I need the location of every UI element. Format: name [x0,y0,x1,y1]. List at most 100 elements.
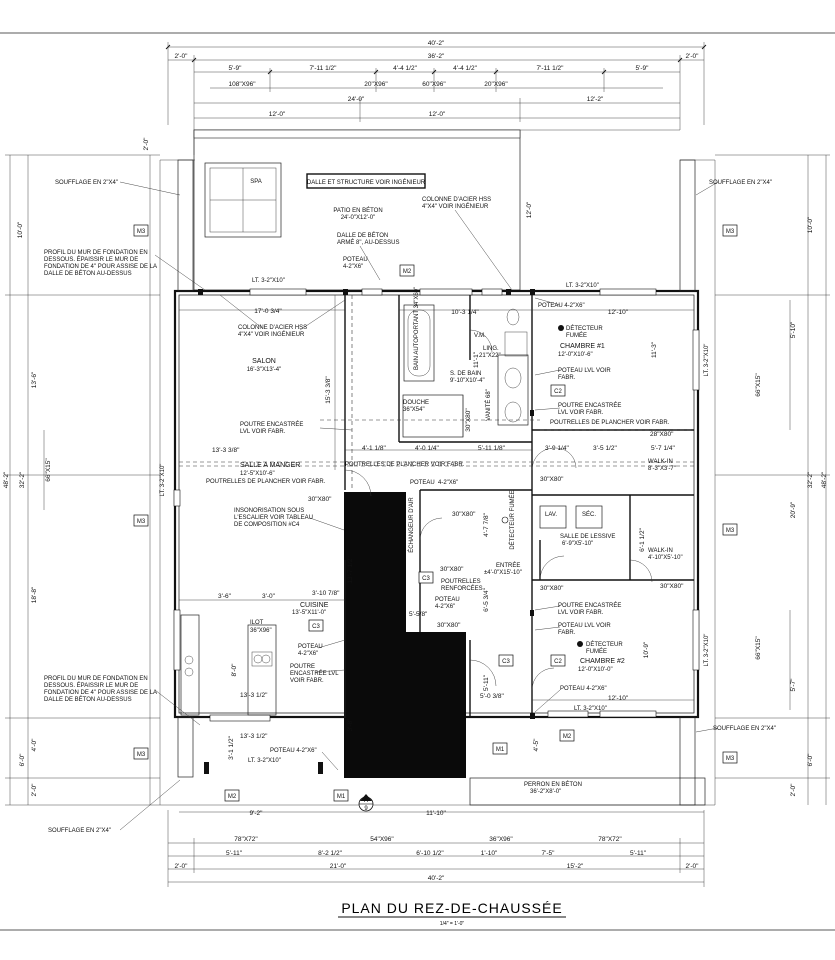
dim-651: 6'-5 3/4" [483,587,490,611]
poteau-entree-2: 4-2"X6" [435,604,455,610]
dim-right-6: 6'-0" [807,753,814,767]
dim-bot-r2-3: 1'-10" [481,850,498,857]
lt-top-right: LT. 3-2"X10" [566,283,599,289]
dalle-beton-2: ARMÉ 8", AU-DESSUS [337,239,399,246]
poutrelles-mid: POUTRELLES DE PLANCHER VOIR FABR. [345,462,465,468]
chambre2-size: 12'-0"X10'-0" [578,667,613,673]
dim-30g: 30"X80" [540,585,564,592]
tag-m3: M3 [726,528,735,534]
dim-30h: 30"X80" [437,622,461,629]
detecteur-2b: FUMÉE [586,648,607,655]
linge-1: LING. [483,346,499,352]
poutre-enc-ch2-1: POUTRE ENCASTRÉE [558,602,621,609]
dim-top-12b: 12'-0" [429,111,446,118]
structure-note: DALLE ET STRUCTURE VOIR INGÉNIEUR [307,179,426,186]
right-dimensions [715,154,830,805]
dim-92: 9'-2" [250,810,264,817]
soufflage-note: SOUFFLAGE EN 2"X4" [713,726,776,732]
tag-c2: C2 [554,659,562,665]
poteau-top-1: POTEAU [343,257,368,263]
tag-m3: M3 [726,756,735,762]
lt-bot-right: LT. 3-2"X10" [574,706,607,712]
dim-391: 3'-9 1/4" [545,445,569,452]
dim-612: 6'-1 1/2" [639,527,646,551]
dim-top-c: 2'-0" [686,53,700,60]
dim-top-12c: 12'-2" [587,96,604,103]
dim-bot-r1-2: 36"X96" [489,836,513,843]
dim-1110: 11'-10" [426,810,446,817]
chambre1-size: 12'-0"X10'-6" [558,352,593,358]
dim-36: 3'-6" [218,593,232,600]
entree-label: ENTRÉE [496,562,520,569]
profil-note-3: FONDATION DE 4" POUR ASSISE DE LA [44,690,157,696]
dim-top-r1-3: 4'-4 1/2" [453,65,477,72]
dim-17: 17'-0 3/4" [254,308,282,315]
dim-411: 4'-1 1/8" [362,445,386,452]
poutrelles-right: POUTRELLES DE PLANCHER VOIR FABR. [550,420,670,426]
bain-label: BAIN AUTOPORTANT 34"X60" [414,287,420,370]
douche-size: 36"X54" [403,407,425,413]
insono-3: DE COMPOSITION #C4 [234,522,300,528]
salon-label: SALON [252,358,276,365]
poteau-ch2: POTEAU 4-2"X6" [560,686,607,692]
vm-label: V.M. [474,333,486,339]
tag-boxes [133,224,738,802]
tag-m3: M3 [137,752,146,758]
dim-1210b: 12'-10" [608,695,629,702]
dim-30f: 30"X80" [440,566,464,573]
tag-c3: C3 [422,576,430,582]
dim-top-r2-2: 60"X96" [422,81,446,88]
dim-right-2: 2'-0" [790,783,797,797]
poutre-k-1: POUTRE [290,664,315,670]
dim-bot-r1-0: 78"X72" [234,836,258,843]
dim-right-57: 5'-7" [790,678,797,692]
tag-c3: C3 [502,659,510,665]
poutre-enc-ch1-1: POUTRE ENCASTRÉE [558,402,621,409]
dim-left-13: 13'-6" [31,371,38,388]
drawing-scale: 1/4" = 1'-0" [440,921,465,927]
staircase-block [344,492,466,778]
walkin1-size: 8'-3"X3'-7" [648,466,676,472]
profil-note-4: DALLE DE BÉTON AU-DESSUS [44,270,132,277]
cuisine-label: CUISINE [300,602,329,609]
dim-5038: 5'-0 3/8" [480,693,504,700]
lav-label: LAV. [545,512,557,518]
dim-30c: 30"X80" [308,496,332,503]
section-letter: A [364,798,368,804]
smoke-detector-icon [577,641,583,647]
dim-bot-r2-2: 6'-10 1/2" [416,850,444,857]
profil-note-2: DESSOUS. ÉPAISSIR LE MUR DE [44,682,138,689]
dim-1371: 13'-7 1/2" [347,556,354,584]
perron [469,777,706,806]
sam-size: 12'-5"X10'-6" [240,471,275,477]
dim-28: 28"X80" [650,431,674,438]
leader-hss-top [454,209,513,291]
profil-note-1: PROFIL DU MUR DE FONDATION EN [44,676,148,682]
dim-4778: 4'-7 7/8" [483,512,490,536]
colonne-salon-1: COLONNE D'ACIER HSS [238,325,307,331]
insono-1: INSONORISATION SOUS [234,508,304,514]
dim-top-r2-3: 20"X96" [484,81,508,88]
soufflage-note: SOUFFLAGE EN 2"X4" [48,828,111,834]
lessive-size: 6'-9"X5'-10" [562,541,593,547]
lt-side-r2: LT. 3-2"X10" [704,634,710,667]
chambre1-label: CHAMBRE #1 [560,343,605,350]
section-number: 9 [364,806,368,812]
chambre2-label: CHAMBRE #2 [580,658,625,665]
poteau-top-2: 4-2"X6" [343,264,363,270]
dim-top-r1-2: 4'-4 1/2" [393,65,417,72]
poteau-mid: POTEAU [410,480,435,486]
dim-left-18: 18'-8" [31,586,38,603]
dim-left-4: 4'-0" [31,738,38,752]
perron-size: 36'-2"X8'-0" [530,789,561,795]
poutre-enc-ch1-2: LVL VOIR FABR. [558,410,604,416]
leader-lines [119,181,719,831]
lt-side-r1: LT. 3-2"X10" [704,344,710,377]
dim-bot-r2-0: 5'-11" [226,850,243,857]
tag-m1: M1 [496,747,505,753]
dim-bot-r3-3: 2'-0" [686,863,700,870]
dim-right-32: 32'-2" [807,471,814,488]
dim-right-66b: 66"X15" [755,636,762,660]
ilot-size: 36"X96" [250,628,272,634]
dim-153: 15'-3 3/8" [325,376,332,404]
